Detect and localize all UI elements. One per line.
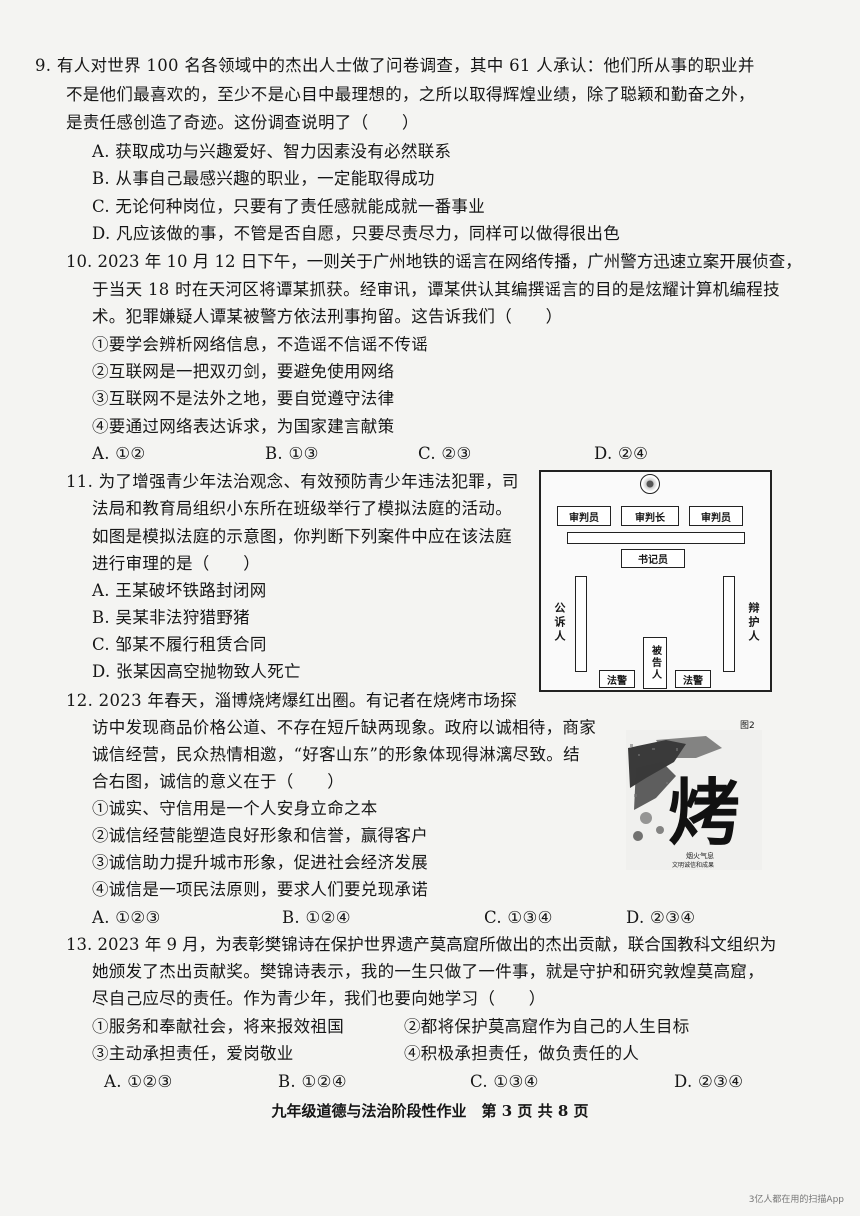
q12-line-2: 访中发现商品价格公道、不存在短斤缺两现象。政府以诚相待，商家	[92, 718, 596, 737]
q10-option-c: C. ②③	[418, 444, 472, 463]
bench-table	[567, 532, 745, 544]
q13-option-b: B. ①②④	[278, 1072, 347, 1091]
prosecutor-table	[575, 576, 587, 672]
q12-option-a: A. ①②③	[92, 908, 161, 927]
q12-statement-2: ②诚信经营能塑造良好形象和信誉，赢得客户	[92, 826, 428, 845]
q13-option-d: D. ②③④	[674, 1072, 744, 1091]
q10-statement-2: ②互联网是一把双刃剑，要避免使用网络	[92, 362, 395, 381]
q10-line-1: 10. 2023 年 10 月 12 日下午，一则关于广州地铁的谣言在网络传播，…	[66, 252, 802, 271]
q11-option-b: B. 吴某非法狩猎野猪	[92, 608, 250, 627]
q13-statement-4: ④积极承担责任，做负责任的人	[404, 1044, 640, 1063]
q11-line-2: 法局和教育局组织小东所在班级举行了模拟法庭的活动。	[92, 499, 512, 518]
q13-statement-3: ③主动承担责任，爱岗敬业	[92, 1044, 294, 1063]
q11-line-4: 进行审理的是（ ）	[92, 554, 260, 573]
q13-statement-2: ②都将保护莫高窟作为自己的人生目标	[404, 1017, 690, 1036]
q13-option-c: C. ①③④	[470, 1072, 539, 1091]
mock-court-diagram: 审判员 审判长 审判员 书记员 公诉人 辩护人 被告人 法警 法警	[539, 470, 772, 692]
q12-statement-1: ①诚实、守信用是一个人安身立命之本	[92, 799, 378, 818]
q12-option-d: D. ②③④	[626, 908, 696, 927]
judge-right-seat: 审判员	[689, 506, 743, 526]
q9-option-c: C. 无论何种岗位，只要有了责任感就能成就一番事业	[92, 197, 486, 216]
q12-line-1: 12. 2023 年春天，淄博烧烤爆红出圈。有记者在烧烤市场探	[66, 691, 518, 710]
defender-label: 辩护人	[747, 602, 760, 644]
defendant-seat: 被告人	[643, 637, 667, 689]
q12-statement-3: ③诚信助力提升城市形象，促进社会经济发展	[92, 853, 428, 872]
page-footer: 九年级道德与法治阶段性作业 第 3 页 共 8 页	[271, 1102, 589, 1120]
q13-line-1: 13. 2023 年 9 月，为表彰樊锦诗在保护世界遗产莫高窟所做出的杰出贡献，…	[66, 935, 777, 954]
prosecutor-label: 公诉人	[553, 602, 566, 644]
q11-option-c: C. 邹某不履行租赁合同	[92, 635, 267, 654]
q11-option-a: A. 王某破坏铁路封闭网	[92, 581, 267, 600]
q13-option-a: A. ①②③	[104, 1072, 173, 1091]
q12-line-3: 诚信经营，民众热情相邀，“好客山东”的形象体现得淋漓尽致。结	[92, 745, 580, 764]
q10-statement-1: ①要学会辨析网络信息，不造谣不信谣不传谣	[92, 335, 428, 354]
q9-option-b: B. 从事自己最感兴趣的职业，一定能取得成功	[92, 169, 435, 188]
q13-statement-1: ①服务和奉献社会，将来报效祖国	[92, 1017, 344, 1036]
q12-statement-4: ④诚信是一项民法原则，要求人们要兑现承诺	[92, 880, 428, 899]
q10-line-3: 术。犯罪嫌疑人谭某被警方依法刑事拘留。这告诉我们（ ）	[92, 307, 563, 326]
figure-label: 图2	[740, 721, 755, 731]
bailiff-left: 法警	[599, 670, 635, 688]
bailiff-right: 法警	[675, 670, 711, 688]
q12-option-c: C. ①③④	[484, 908, 553, 927]
scanner-watermark: 3亿人都在用的扫描App	[748, 1195, 844, 1205]
q9-option-a: A. 获取成功与兴趣爱好、智力因素没有必然联系	[92, 142, 452, 161]
q10-option-b: B. ①③	[265, 444, 319, 463]
q12-line-4: 合右图，诚信的意义在于（ ）	[92, 772, 344, 791]
q10-option-a: A. ①②	[92, 444, 146, 463]
q9-option-d: D. 凡应该做的事，不管是否自愿，只要尽责尽力，同样可以做得很出色	[92, 224, 621, 243]
q9-line-1: 9. 有人对世界 100 名各领域中的杰出人士做了问卷调查，其中 61 人承认：…	[35, 56, 755, 75]
q11-line-3: 如图是模拟法庭的示意图，你判断下列案件中应在该法庭	[92, 527, 512, 546]
q12-option-b: B. ①②④	[282, 908, 351, 927]
q10-statement-4: ④要通过网络表达诉求，为国家建言献策	[92, 417, 395, 436]
q10-statement-3: ③互联网不是法外之地，要自觉遵守法律	[92, 389, 395, 408]
bbq-caption-1: 烟火气息	[686, 851, 714, 860]
bbq-illustration: 烤 烟火气息 文明诚信和成果	[626, 730, 762, 870]
q11-line-1: 11. 为了增强青少年法治观念、有效预防青少年违法犯罪，司	[66, 472, 519, 491]
q10-option-d: D. ②④	[594, 444, 649, 463]
q13-line-3: 尽自己应尽的责任。作为青少年，我们也要向她学习（ ）	[92, 989, 546, 1008]
q11-option-d: D. 张某因高空抛物致人死亡	[92, 662, 301, 681]
judge-left-seat: 审判员	[557, 506, 611, 526]
q9-line-2: 不是他们最喜欢的，至少不是心目中最理想的，之所以取得辉煌业绩，除了聪颖和勤奋之外…	[66, 85, 755, 104]
clerk-seat: 书记员	[621, 549, 685, 568]
bbq-character: 烤	[668, 770, 740, 855]
q13-line-2: 她颁发了杰出贡献奖。樊锦诗表示，我的一生只做了一件事，就是守护和研究敦煌莫高窟，	[92, 962, 764, 981]
bbq-caption-2: 文明诚信和成果	[672, 861, 714, 869]
chief-judge-seat: 审判长	[621, 506, 679, 526]
q9-line-3: 是责任感创造了奇迹。这份调查说明了（ ）	[66, 113, 419, 132]
defender-table	[723, 576, 735, 672]
q10-line-2: 于当天 18 时在天河区将谭某抓获。经审讯，谭某供认其编撰谣言的目的是炫耀计算机…	[92, 280, 780, 299]
national-emblem-icon	[640, 474, 660, 494]
